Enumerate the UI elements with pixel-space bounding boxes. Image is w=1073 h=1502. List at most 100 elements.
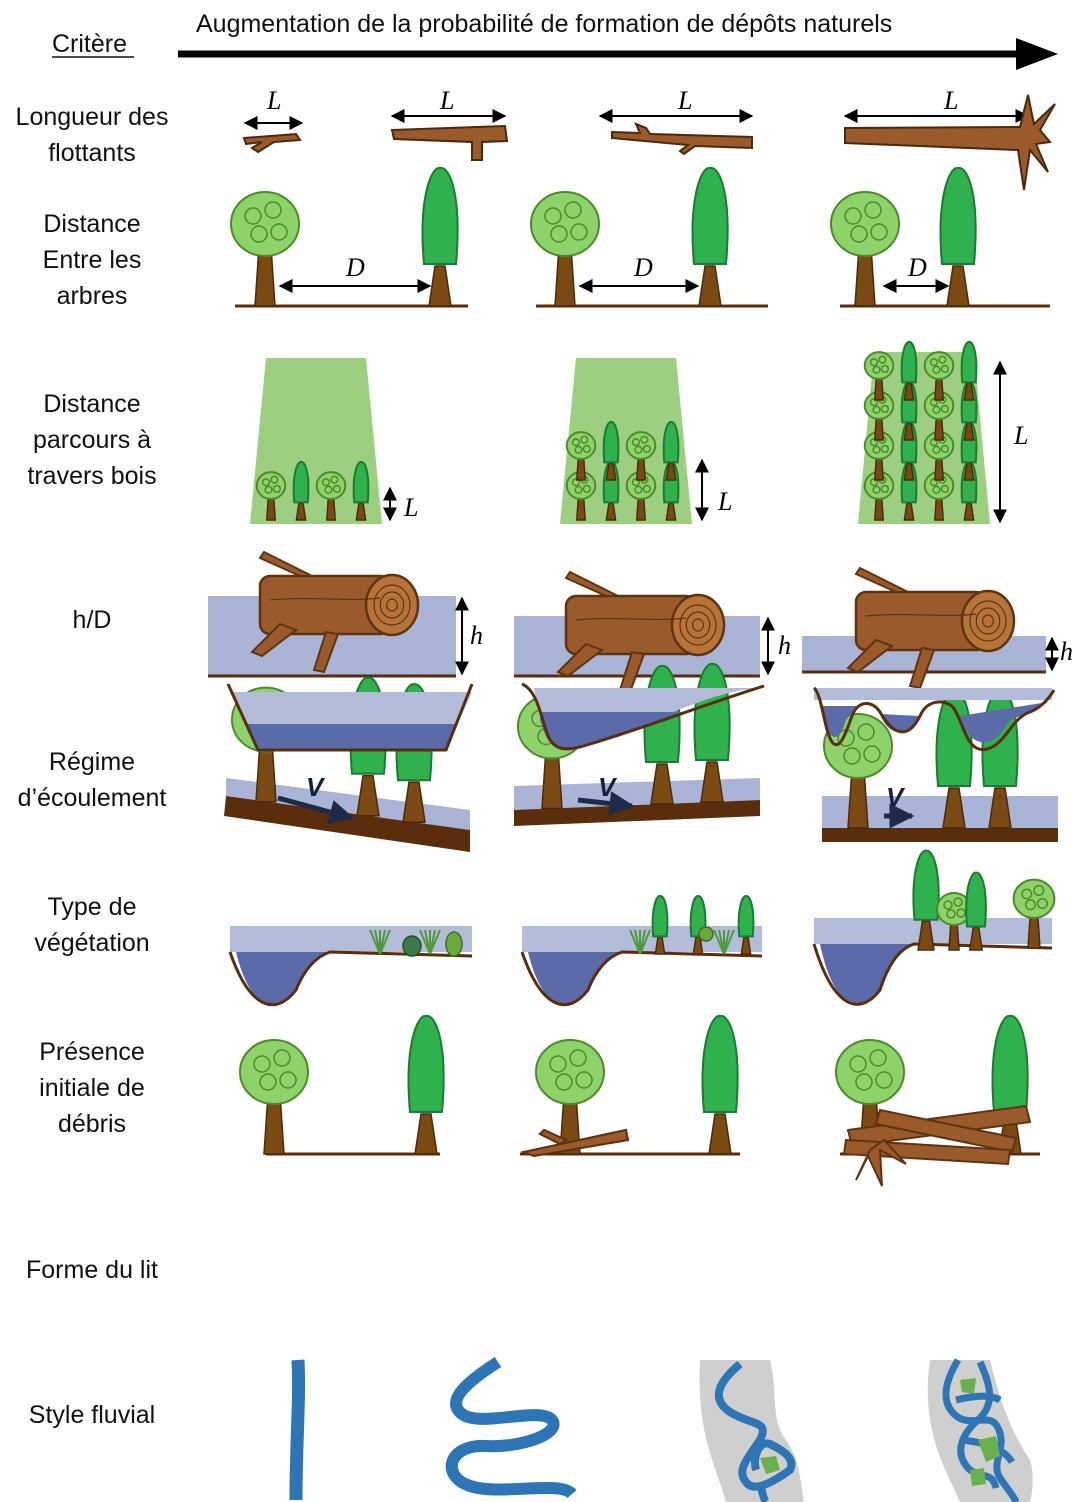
poplar-tree-icon — [354, 462, 369, 502]
trunk — [415, 1114, 437, 1154]
length-symbol-4: L — [943, 86, 958, 115]
trunk — [904, 423, 913, 440]
row-label-line: Forme du lit — [26, 1256, 158, 1284]
meandering-river-icon — [452, 1362, 572, 1494]
poplar-tree-icon — [664, 422, 679, 462]
poplar-tree-icon — [693, 168, 728, 264]
travel-distance-symbol: L — [403, 493, 418, 522]
row-label-line: Distance — [43, 210, 140, 238]
trunk — [964, 463, 973, 480]
floodplain-3 — [700, 1360, 804, 1502]
trunk — [904, 503, 913, 520]
poplar-tree-icon — [962, 342, 977, 382]
trunk — [429, 266, 451, 306]
poplar-tree-icon — [966, 873, 986, 927]
straight-river-icon — [296, 1360, 299, 1500]
poplar-tree-icon — [993, 1016, 1028, 1112]
bed-dark-water-1 — [246, 724, 456, 750]
bed-light-water-3 — [814, 688, 1052, 700]
row-bed-shape — [228, 684, 1054, 750]
row-label-line: h/D — [73, 606, 112, 634]
round-tree-crown-icon — [257, 472, 286, 499]
travel-distance-symbol: L — [717, 487, 732, 516]
velocity-symbol: V — [886, 782, 906, 812]
trunk — [699, 266, 721, 306]
trunk — [655, 937, 664, 954]
shrub-icon — [699, 927, 713, 941]
trunk — [296, 503, 305, 520]
header: Critère Augmentation de la probabilité d… — [52, 10, 1058, 70]
increase-arrow-head — [1016, 38, 1058, 70]
poplar-tree-icon — [653, 896, 668, 936]
trunk — [947, 266, 969, 306]
round-tree-crown-icon — [240, 1040, 308, 1104]
shrub-icon — [403, 936, 421, 956]
trunk — [904, 463, 913, 480]
row-label-line: initiale de — [39, 1074, 145, 1102]
row-label-line: Régime — [49, 748, 135, 776]
row-label-line: flottants — [48, 139, 136, 167]
island-4c — [970, 1468, 986, 1486]
trunk — [964, 383, 973, 400]
row-fluvial-style — [296, 1360, 1033, 1502]
distance-symbol: D — [345, 253, 365, 282]
trunk — [741, 937, 750, 954]
poplar-tree-icon — [902, 342, 917, 382]
row-label-line: parcours à — [33, 426, 151, 454]
depth-symbol: h — [470, 621, 483, 650]
trunk — [989, 788, 1011, 828]
round-tree-crown-icon — [925, 352, 954, 379]
trunk — [356, 503, 365, 520]
row-label-line: Type de — [48, 893, 137, 921]
trunk — [606, 463, 615, 480]
increase-arrow-label: Augmentation de la probabilité de format… — [196, 10, 892, 38]
row-vegetation-type — [230, 851, 1054, 1005]
length-symbol-1: L — [266, 86, 281, 115]
poplar-tree-icon — [423, 168, 458, 264]
island-4a — [960, 1378, 976, 1394]
round-tree-crown-icon — [831, 192, 899, 256]
poplar-tree-icon — [604, 422, 619, 462]
row-label-line: Entre les — [43, 246, 142, 274]
depth-symbol: h — [778, 631, 791, 660]
row-label-line: végétation — [34, 929, 149, 957]
branch-icon — [260, 552, 312, 576]
riverbed-slope — [822, 828, 1058, 842]
distance-symbol: D — [633, 253, 653, 282]
criteria-header: Critère — [52, 30, 127, 58]
trunk — [701, 762, 723, 802]
depth-symbol: h — [1060, 637, 1073, 666]
velocity-symbol: V — [598, 772, 618, 802]
trunk — [403, 782, 425, 822]
trunk — [666, 463, 675, 480]
row-label-line: travers bois — [27, 462, 156, 490]
shrub-icon — [446, 932, 462, 956]
trunk — [964, 503, 973, 520]
poplar-tree-icon — [941, 168, 976, 264]
poplar-tree-icon — [294, 462, 309, 502]
length-symbol-3: L — [677, 86, 692, 115]
row-label-line: Distance — [43, 390, 140, 418]
round-tree-crown-icon — [865, 352, 894, 379]
row-label-line: Présence — [39, 1038, 145, 1066]
round-tree-crown-icon — [836, 1040, 904, 1104]
row-label-line: Style fluvial — [29, 1401, 155, 1429]
travel-distance-symbol: L — [1013, 421, 1028, 450]
round-tree-crown-icon — [317, 472, 346, 499]
row-label-line: d’écoulement — [18, 784, 167, 812]
poplar-tree-icon — [913, 851, 938, 920]
medium-log-icon — [392, 126, 507, 160]
poplar-tree-icon — [409, 1016, 444, 1112]
trunk — [606, 503, 615, 520]
row-forest-travel: L L L — [250, 342, 1028, 524]
branch-icon — [566, 572, 618, 596]
round-tree-crown-icon — [531, 192, 599, 256]
trunk — [666, 503, 675, 520]
row-floating-length: L L L L — [244, 86, 1055, 190]
trunk — [964, 423, 973, 440]
long-log-icon — [612, 124, 752, 154]
row-label-line: débris — [58, 1110, 126, 1138]
round-tree-crown-icon — [536, 1040, 604, 1104]
